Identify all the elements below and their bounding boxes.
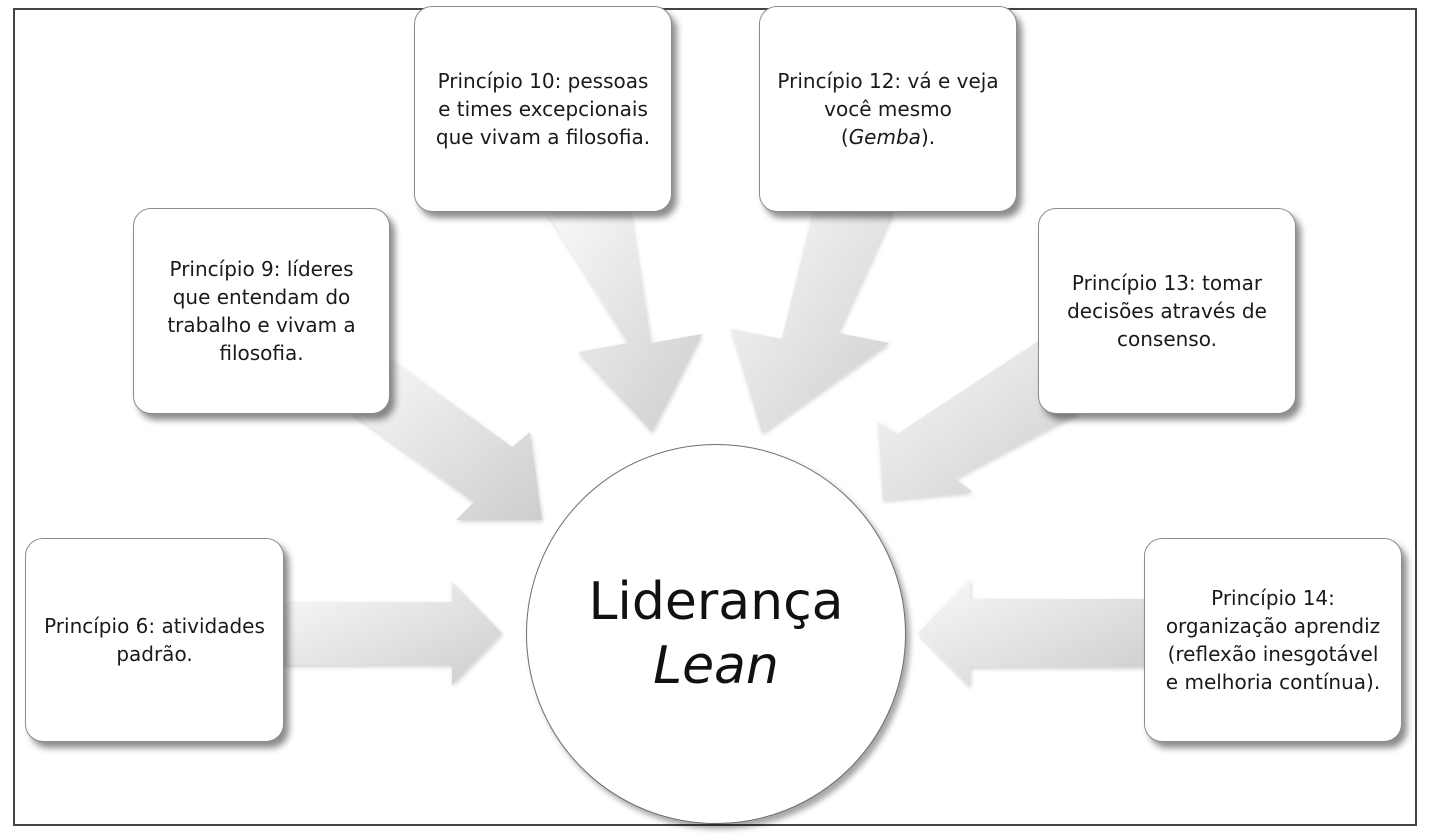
principle-6-text: Princípio 6: atividades padrão.: [44, 614, 265, 666]
principle-6-box: Princípio 6: atividades padrão.: [25, 538, 284, 742]
principle-14-box: Princípio 14: organização aprendiz (refl…: [1144, 538, 1402, 742]
center-title: Liderança: [588, 572, 844, 632]
arrow-p13: [878, 340, 1078, 500]
arrow-p9: [352, 360, 542, 520]
center-subtitle: Lean: [653, 636, 779, 696]
principle-9-text: Princípio 9: líderes que entendam do tra…: [167, 257, 356, 365]
principle-13-text: Princípio 13: tomar decisões através de …: [1067, 271, 1267, 351]
principle-9-box: Princípio 9: líderes que entendam do tra…: [133, 208, 390, 414]
principle-10-text: Princípio 10: pessoas e times excepciona…: [435, 69, 651, 149]
principle-12-text: Princípio 12: vá e veja você mesmo (Gemb…: [777, 69, 999, 149]
principle-13-box: Princípio 13: tomar decisões através de …: [1038, 208, 1296, 414]
principle-14-text: Princípio 14: organização aprendiz (refl…: [1165, 586, 1381, 694]
center-circle: Liderança Lean: [526, 444, 906, 824]
gemba-term: Gemba: [848, 125, 921, 149]
arrow-p6: [284, 582, 502, 685]
arrow-p14: [918, 579, 1146, 687]
arrow-p10: [547, 212, 702, 432]
arrow-p12: [731, 212, 893, 433]
principle-10-box: Princípio 10: pessoas e times excepciona…: [414, 6, 672, 212]
principle-12-box: Princípio 12: vá e veja você mesmo (Gemb…: [759, 6, 1017, 212]
